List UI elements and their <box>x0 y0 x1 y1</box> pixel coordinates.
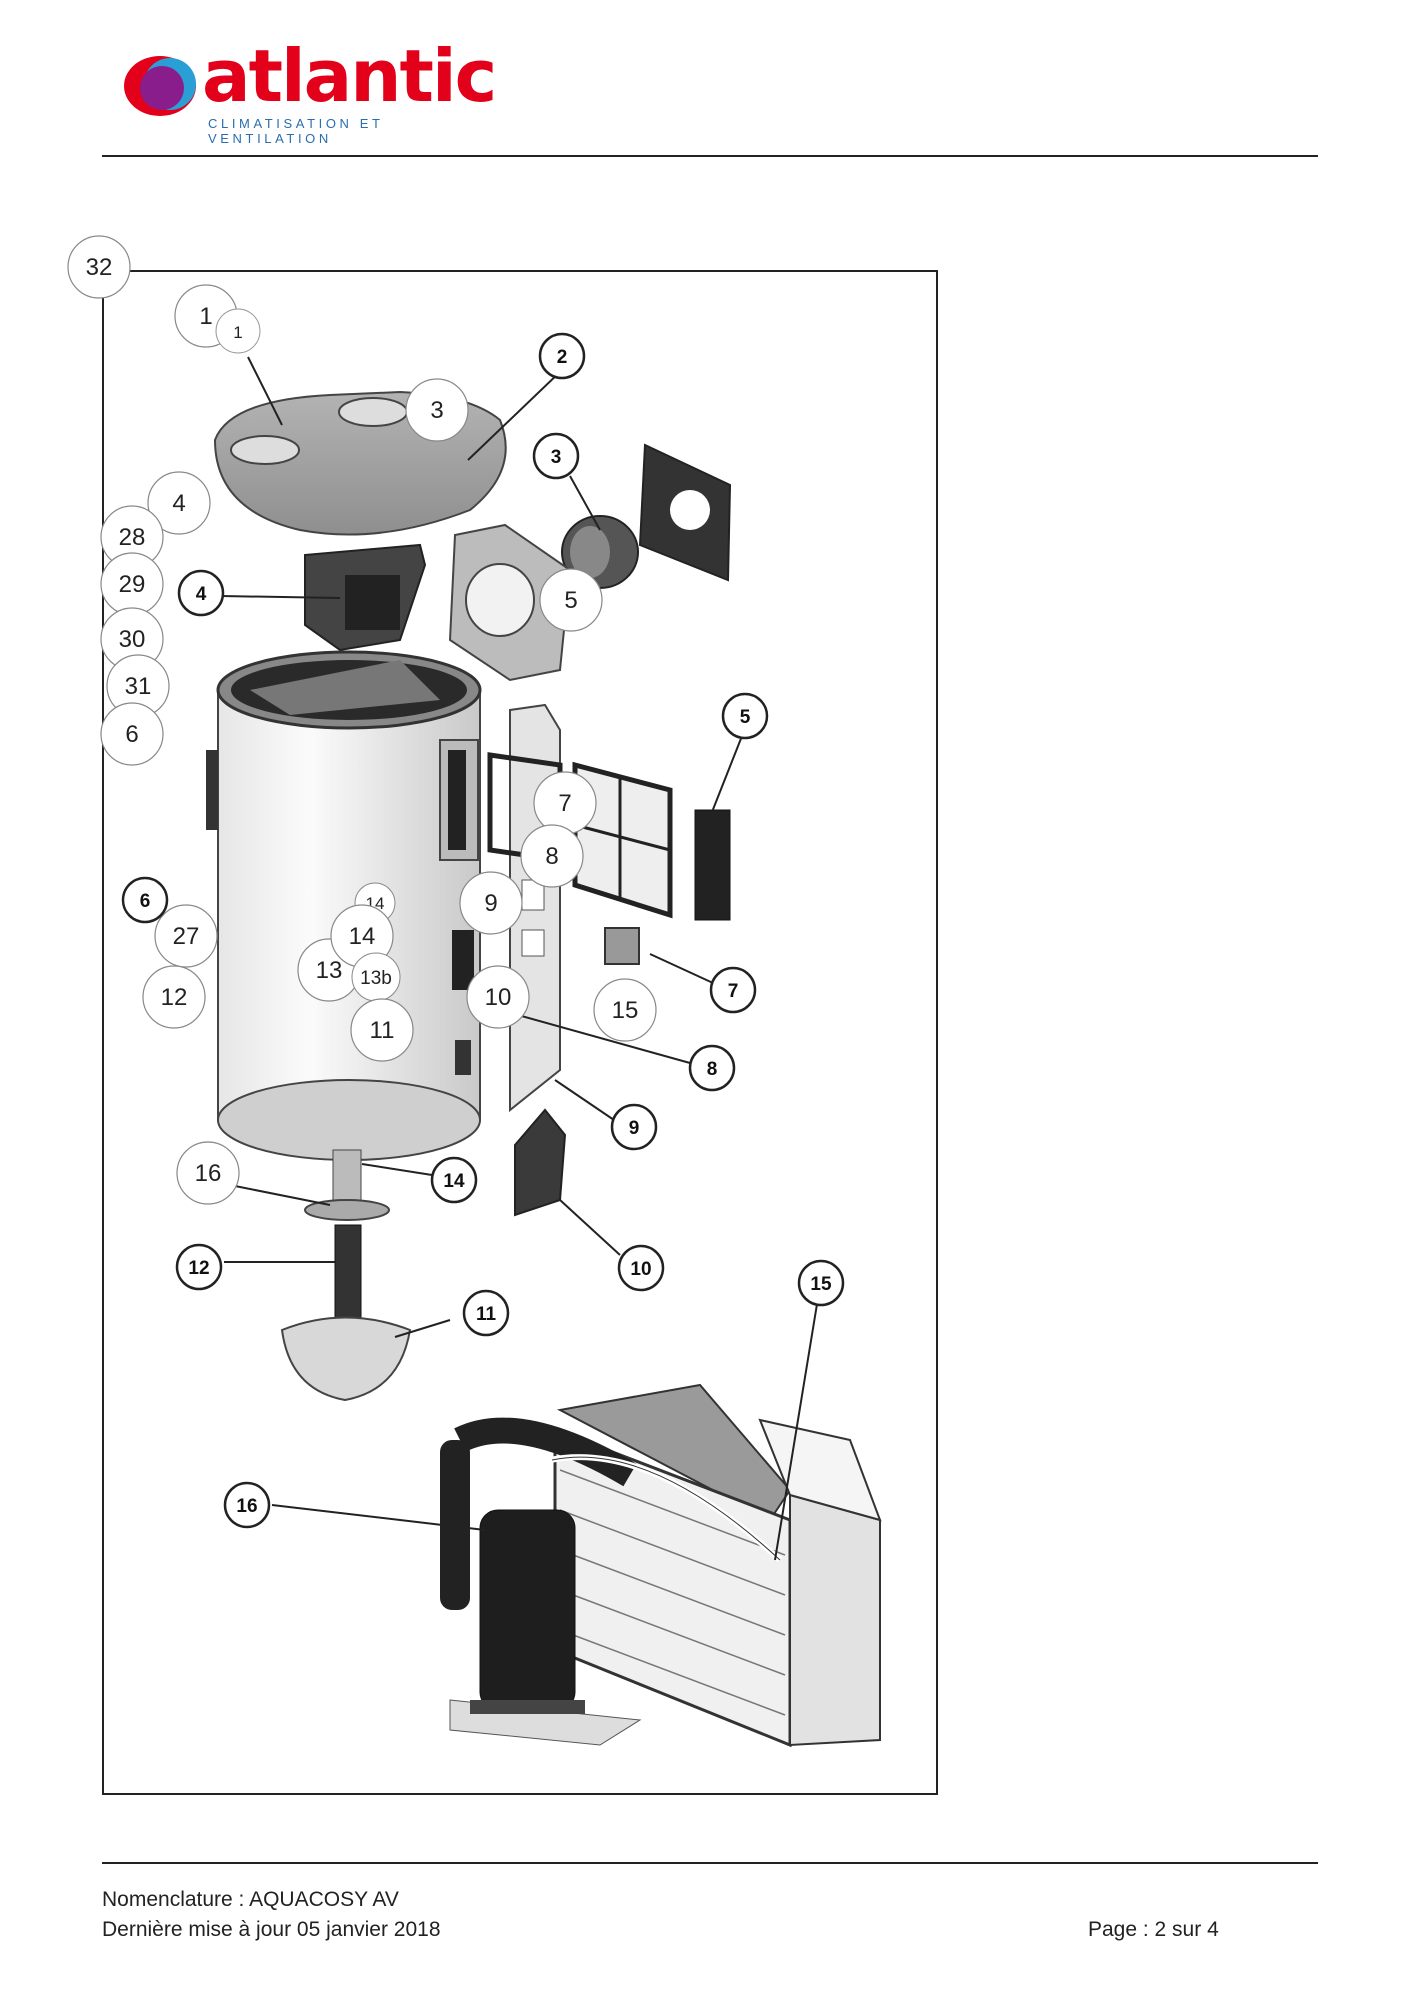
callout-text-4: 4 <box>196 584 207 605</box>
callout-text-8: 8 <box>707 1059 718 1080</box>
ref-text-5: 5 <box>564 587 577 614</box>
ref-text-1: 1 <box>199 303 212 330</box>
control-display <box>604 927 640 965</box>
callout-6: 6 <box>121 876 169 924</box>
callout-15: 15 <box>797 1259 845 1307</box>
ref-text-31: 31 <box>125 673 152 700</box>
leader-lines <box>220 356 819 1561</box>
ref-5: 5 <box>539 568 603 632</box>
ref-text-14: 14 <box>349 923 376 950</box>
ref-text-3: 3 <box>430 397 443 424</box>
control-board <box>304 543 427 652</box>
ref-text-13: 13 <box>316 957 343 984</box>
callout-text-11: 11 <box>476 1304 497 1325</box>
ref-11: 11 <box>350 998 414 1062</box>
ref-13b: 13b <box>351 952 401 1002</box>
ref-27: 27 <box>154 904 218 968</box>
ref-16: 16 <box>176 1141 240 1205</box>
ref-text-12: 12 <box>161 984 188 1011</box>
ref-text-13b: 13b <box>360 968 392 989</box>
ref-text-29: 29 <box>119 571 146 598</box>
fan-assembly <box>561 443 732 589</box>
callout-11: 11 <box>462 1289 510 1337</box>
callout-text-16: 16 <box>236 1496 257 1517</box>
ref-text-11: 11 <box>370 1017 395 1044</box>
callout-text-7: 7 <box>728 981 739 1002</box>
callout-text-14: 14 <box>443 1171 465 1192</box>
footer-page-number: Page : 2 sur 4 <box>1088 1918 1219 1941</box>
callout-text-3: 3 <box>551 447 562 468</box>
callout-text-10: 10 <box>630 1259 651 1280</box>
callout-text-1: 1 <box>233 323 242 342</box>
ref-12: 12 <box>142 965 206 1029</box>
ref-14: 14 <box>330 904 394 968</box>
ref-7: 7 <box>533 771 597 835</box>
ref-text-4: 4 <box>172 490 185 517</box>
heat-pump-module <box>440 1383 882 1748</box>
ref-9: 9 <box>459 871 523 935</box>
callout-2: 2 <box>538 332 586 380</box>
footer-updated: Dernière mise à jour 05 janvier 2018 <box>102 1918 441 1941</box>
ref-text-6: 6 <box>125 721 138 748</box>
water-tank <box>206 650 482 1161</box>
side-grille <box>694 809 731 921</box>
diagram-frame <box>102 270 938 1795</box>
frame-label-text: 32 <box>86 254 113 281</box>
callout-text-9: 9 <box>629 1118 640 1139</box>
callout-7: 7 <box>709 966 757 1014</box>
callout-16: 16 <box>223 1481 271 1529</box>
footer-rule <box>102 1862 1318 1864</box>
lower-cover <box>514 1108 567 1217</box>
ref-15: 15 <box>593 978 657 1042</box>
ref-text-10: 10 <box>485 984 512 1011</box>
callout-5-right: 5 <box>721 692 769 740</box>
brand-tagline: CLIMATISATION ET VENTILATION <box>208 116 384 146</box>
callout-text-5: 5 <box>740 707 751 728</box>
callout-text-15: 15 <box>810 1274 832 1295</box>
reference-labels: 1 4 28 29 30 31 6 27 12 13 14 14 13b 11 … <box>100 284 657 1205</box>
ref-text-8: 8 <box>545 843 558 870</box>
callout-4: 4 <box>177 569 225 617</box>
ref-text-16: 16 <box>195 1160 222 1187</box>
ref-31: 31 <box>106 654 170 718</box>
fan-volute <box>448 523 572 682</box>
callout-text-6: 6 <box>140 891 151 912</box>
callout-12: 12 <box>175 1243 223 1291</box>
ref-28: 28 <box>100 505 164 569</box>
callout-3: 3 <box>532 432 580 480</box>
callout-1-small: 1 <box>215 308 261 354</box>
ref-10: 10 <box>466 965 530 1029</box>
brand-name: atlantic <box>202 34 497 118</box>
callout-14: 14 <box>430 1156 478 1204</box>
callout-9: 9 <box>610 1103 658 1151</box>
callouts: 1 2 3 4 5 6 7 8 9 10 11 12 14 15 16 5 <box>121 308 845 1529</box>
ref-text-30: 30 <box>119 626 146 653</box>
frame-label: 32 <box>67 235 131 299</box>
callout-8: 8 <box>688 1044 736 1092</box>
ref-4: 4 <box>147 471 211 535</box>
ref-text-7: 7 <box>558 790 571 817</box>
logo-mark-icon <box>124 56 196 116</box>
ref-29: 29 <box>100 552 164 616</box>
footer-nomenclature: Nomenclature : AQUACOSY AV <box>102 1888 399 1911</box>
ref-6: 6 <box>100 702 164 766</box>
ref-30: 30 <box>100 607 164 671</box>
ref-text-27: 27 <box>173 923 200 950</box>
heating-element <box>280 1149 412 1402</box>
callout-text-2: 2 <box>557 347 568 368</box>
ref-3: 3 <box>405 378 469 442</box>
ref-text-15: 15 <box>612 997 639 1024</box>
ref-8: 8 <box>520 824 584 888</box>
ref-text-9: 9 <box>484 890 497 917</box>
ref-text-28: 28 <box>119 524 146 551</box>
brand-logo: atlantic CLIMATISATION ET VENTILATION <box>122 34 497 146</box>
header-rule <box>102 155 1318 157</box>
callout-10: 10 <box>617 1244 665 1292</box>
callout-text-12: 12 <box>188 1258 209 1279</box>
